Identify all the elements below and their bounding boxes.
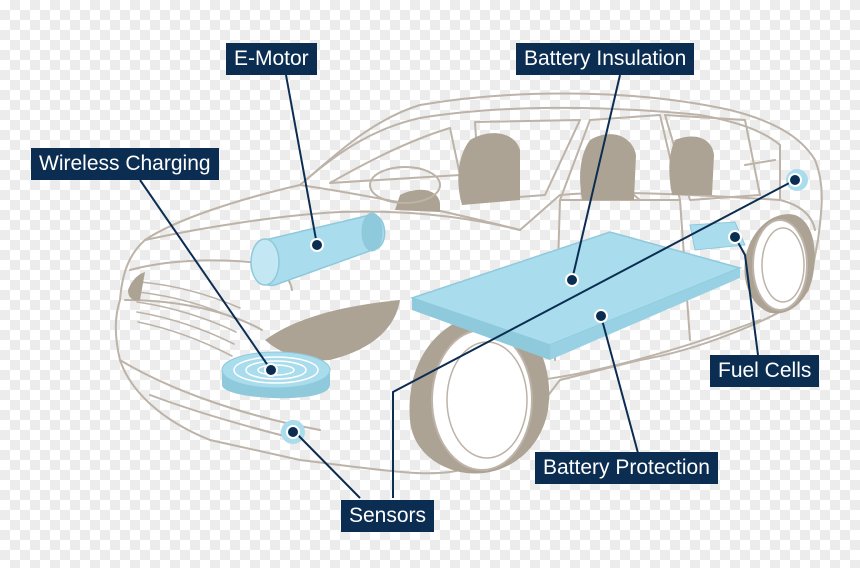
fuel-cells-dot (728, 230, 742, 244)
leader-dots (264, 173, 802, 439)
front-sensor-dot (286, 425, 300, 439)
rear-wheel (744, 214, 815, 314)
sensors-leader-front (292, 429, 361, 499)
battery-pack (409, 231, 743, 360)
battery-protection-label: Battery Protection (535, 452, 718, 484)
battery-insulation-dot (565, 273, 579, 287)
sensors-label: Sensors (341, 500, 435, 532)
front-wheel (409, 314, 550, 474)
battery-insulation-leader (571, 74, 621, 281)
seats (395, 133, 714, 212)
battery-insulation-label: Battery Insulation (516, 43, 695, 75)
e-motor-label: E-Motor (226, 43, 317, 75)
e-motor-leader (285, 74, 318, 246)
wireless-charging-label: Wireless Charging (31, 148, 219, 180)
wireless-charging-dot (264, 363, 278, 377)
e-motor-dot (310, 238, 324, 252)
fuel-cells-label: Fuel Cells (710, 355, 820, 387)
rear-sensor-dot (788, 173, 802, 187)
side-mirror-shape (128, 272, 145, 301)
wireless-charging-pad (221, 351, 331, 399)
steering-wheel (369, 166, 441, 204)
headlight-shape (265, 300, 400, 361)
battery-protection-dot (594, 309, 608, 323)
battery-protection-leader (600, 315, 639, 454)
sensors-leader-rear (392, 179, 796, 498)
wireless-charging-leader (139, 179, 272, 371)
